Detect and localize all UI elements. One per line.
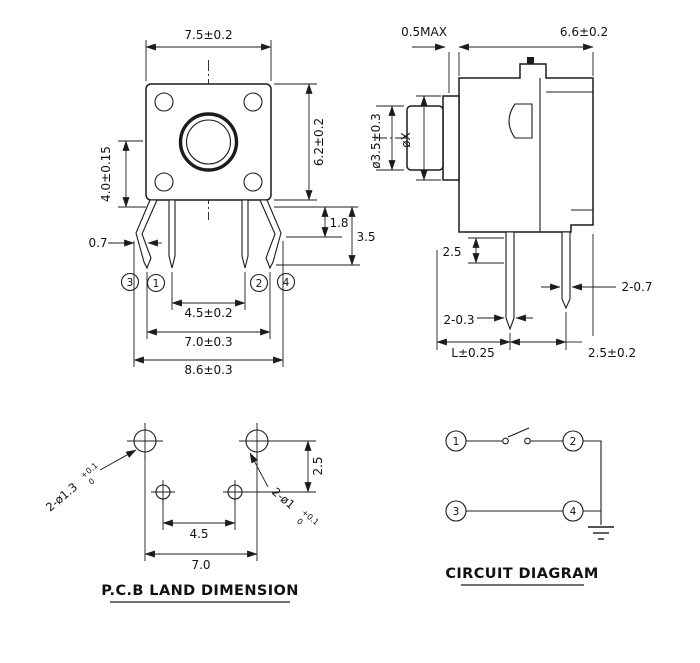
dim-label: 0.5MAX: [401, 25, 447, 39]
button-inner-ring: [185, 119, 232, 165]
dim-shaft-dia: øX: [399, 95, 441, 181]
circuit-pin-4: 4: [562, 500, 584, 522]
ground-icon: [588, 526, 614, 540]
circuit-wires: [466, 440, 602, 525]
switch-body-top-view: [145, 83, 272, 201]
dim-stem-max: 0.5MAX: [401, 25, 460, 93]
hole-size-label: 2-ø1: [269, 485, 298, 512]
dim-outer-span: 7.0±0.3: [146, 272, 271, 349]
pcb-hole-small-left: [151, 480, 175, 504]
dim-overall-span: 8.6±0.3: [133, 241, 284, 377]
corner-rivet: [243, 172, 263, 192]
dim-label: 2.5: [311, 456, 325, 475]
circuit-pin-1: 1: [445, 430, 467, 452]
dim-label: 4.5±0.2: [184, 306, 232, 320]
pin-number: 4: [570, 506, 577, 518]
pin-number: 3: [127, 277, 134, 289]
pin-number: 1: [153, 278, 160, 290]
pin-marker-3: 3: [120, 272, 140, 292]
circuit-title: CIRCUIT DIAGRAM: [445, 566, 598, 582]
pcb-land-title: P.C.B LAND DIMENSION: [101, 583, 299, 599]
dim-label: 6.6±0.2: [560, 25, 608, 39]
pin-marker-4: 4: [276, 272, 296, 292]
pin-number: 2: [570, 436, 577, 448]
callout-hole-small: 2-ø1 +0.1 0: [249, 452, 321, 527]
dim-label: 0.7: [88, 236, 107, 250]
dim-label: 8.6±0.3: [184, 363, 232, 377]
callout-hole-large: 2-ø1.3 +0.1 0: [43, 449, 137, 514]
circuit-pin-2: 2: [562, 430, 584, 452]
pcb-hole-small-right: [223, 480, 247, 504]
lead-pin1: [168, 199, 176, 269]
dim-lead-thickness: 2-0.3: [443, 313, 533, 327]
switch-body-side-view: [458, 63, 594, 233]
side-lead-1: [505, 231, 515, 331]
dim-label: 2.5±0.2: [588, 346, 636, 360]
corner-rivet: [154, 172, 174, 192]
pcb-hole-large-left: [127, 423, 163, 459]
dim-left-height: 4.0±0.15: [99, 140, 146, 208]
pin-number: 3: [453, 506, 460, 518]
pin-number: 4: [283, 277, 290, 289]
dim-label: 4.5: [189, 527, 208, 541]
side-lead-2: [561, 231, 571, 310]
dim-body-width: 6.6±0.2: [458, 25, 608, 76]
front-view: 3 1 2 4 7.5±0.2 6.2±0.2 4.0±0.15: [88, 28, 375, 377]
dim-label: 7.0±0.3: [184, 335, 232, 349]
hole-tol-zero: 0: [87, 476, 97, 486]
button-outer-ring: [178, 112, 239, 172]
dim-label: 2.5: [442, 245, 461, 259]
dim-label: ø3.5±0.3: [369, 113, 383, 169]
dim-inner-span: 4.5±0.2: [171, 272, 246, 320]
switch-symbol: [502, 427, 531, 445]
pin-marker-1: 1: [146, 273, 166, 293]
lead-pin2: [241, 199, 249, 269]
dim-lead-length: 3.5: [348, 206, 376, 266]
circuit-diagram: 1 2 3 4 CIRCUIT DIAGRAM: [445, 427, 614, 586]
side-view: 0.5MAX 6.6±0.2 ø3.5±0.3 øX 2.5 2-0.3: [369, 25, 653, 360]
dim-row-gap: 2.5: [244, 440, 325, 493]
dim-label: 7.5±0.2: [184, 28, 232, 42]
dim-label: L±0.25: [451, 346, 494, 360]
dim-label: 3.5: [356, 230, 375, 244]
pin-number: 2: [256, 278, 263, 290]
dim-top-width: 7.5±0.2: [145, 28, 272, 81]
pcb-land-view: 2.5 4.5 7.0 2-ø1.3 +0.1 0 2-ø1 +0.1: [43, 423, 325, 603]
dim-seat-height: 2.5: [442, 237, 504, 264]
dim-button-dia: ø3.5±0.3: [369, 105, 404, 171]
dim-label: 1.8: [329, 216, 348, 230]
pin-number: 1: [453, 436, 460, 448]
dim-label: 2-0.3: [443, 313, 474, 327]
button-flange: [442, 95, 460, 181]
dim-lead-pitch: 2.5±0.2: [509, 338, 636, 360]
dim-outer-pitch: 7.0: [144, 454, 258, 572]
lead-pin4: [259, 199, 282, 270]
dim-label: 2-0.7: [621, 280, 652, 294]
hole-size-label: 2-ø1.3: [43, 480, 80, 514]
pcb-hole-large-right: [239, 423, 275, 459]
corner-rivet: [154, 92, 174, 112]
dim-inner-pitch: 4.5: [162, 501, 236, 541]
dim-lead-width: 0.7: [88, 236, 162, 250]
top-nub: [527, 57, 534, 64]
pin-marker-2: 2: [249, 273, 269, 293]
body-detail-lines: [539, 78, 593, 232]
dim-lead-width-side: 2-0.7: [541, 280, 653, 294]
dim-body-height: 6.2±0.2: [274, 83, 326, 201]
dim-label: 4.0±0.15: [99, 146, 113, 202]
corner-rivet: [243, 92, 263, 112]
hole-tol-zero: 0: [295, 517, 305, 527]
lead-pin3: [135, 199, 158, 270]
dim-label: 6.2±0.2: [312, 118, 326, 166]
dim-label: øX: [399, 132, 413, 148]
dim-lead-step: 1.8: [274, 206, 360, 266]
dim-label: 7.0: [191, 558, 210, 572]
internal-plunger: [508, 103, 533, 139]
circuit-pin-3: 3: [445, 500, 467, 522]
